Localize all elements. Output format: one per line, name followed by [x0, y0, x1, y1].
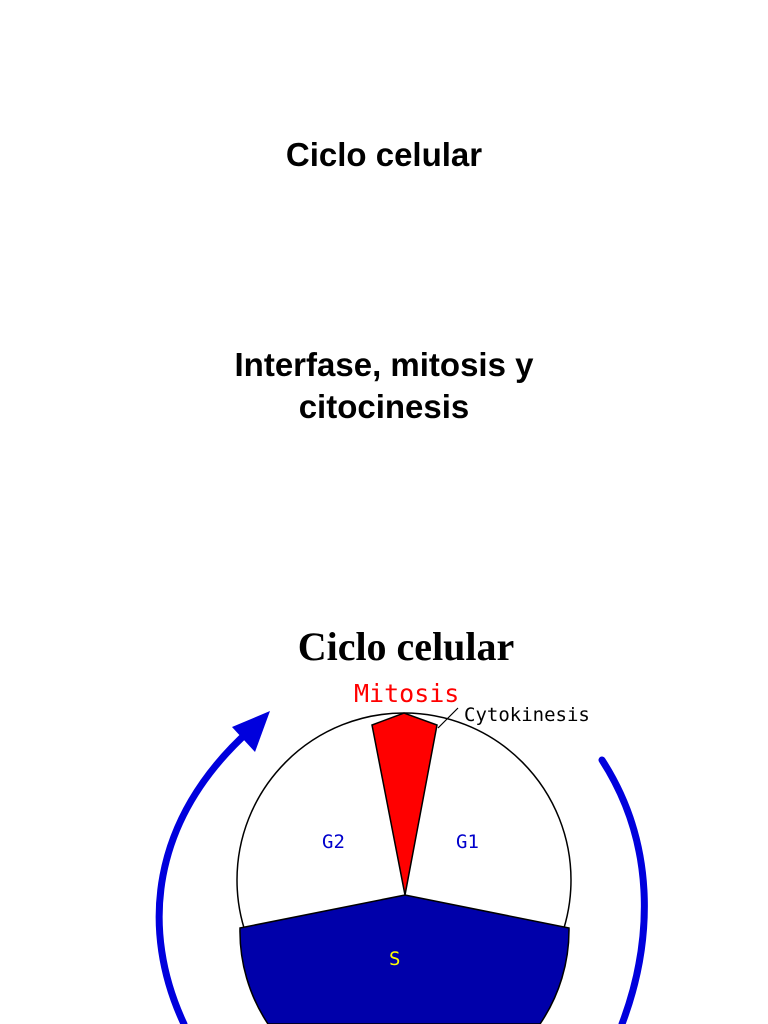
g1-label: G1 — [456, 831, 479, 853]
right-cycle-arrow — [598, 756, 648, 1024]
left-arrowhead-icon — [232, 711, 270, 752]
subtitle-line-2: citocinesis — [298, 388, 470, 425]
diagram-title: Ciclo celular — [297, 624, 515, 669]
subtitle-line-1: Interfase, mitosis y — [234, 346, 534, 383]
left-cycle-arrow — [155, 726, 254, 1024]
g2-label: G2 — [322, 831, 345, 853]
cytokinesis-pointer — [437, 707, 459, 729]
s-label: S — [389, 948, 400, 970]
mitosis-label: Mitosis — [354, 679, 459, 708]
cytokinesis-label: Cytokinesis — [464, 704, 590, 726]
slide-subtitle: Interfase, mitosis y citocinesis — [0, 344, 768, 428]
mitosis-segment — [371, 712, 438, 896]
cell-cycle-diagram: Mitosis Cytokinesis G2 G1 S — [155, 679, 648, 1024]
slide-title: Ciclo celular — [285, 136, 483, 173]
